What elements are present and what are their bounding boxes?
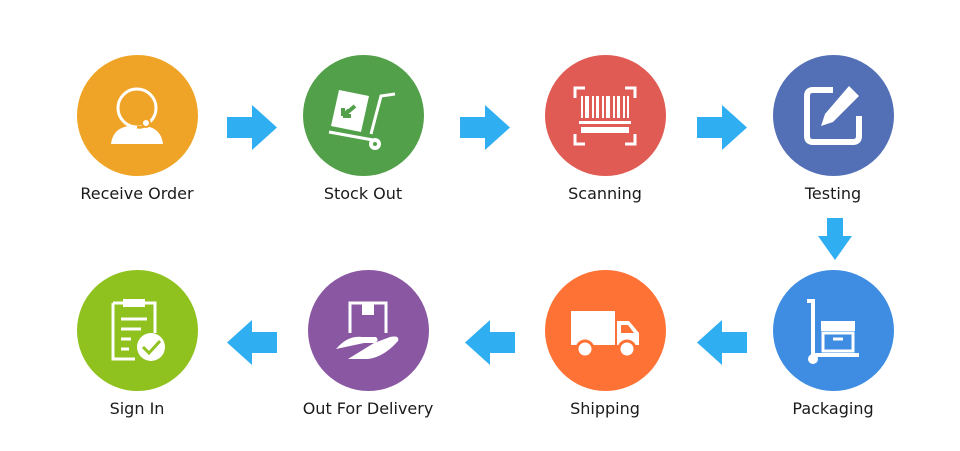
step-testing: Testing bbox=[753, 55, 913, 203]
step-circle bbox=[76, 55, 198, 176]
step-label: Stock Out bbox=[323, 184, 403, 203]
step-receive-order: Receive Order bbox=[57, 55, 217, 203]
arrow-left-icon bbox=[465, 320, 515, 365]
arrow-left-icon bbox=[227, 320, 277, 365]
step-label: Packaging bbox=[792, 399, 874, 418]
arrow-right-icon bbox=[697, 105, 747, 150]
dolly-box-icon bbox=[807, 298, 859, 364]
step-label: Receive Order bbox=[80, 184, 194, 203]
step-sign-in: Sign In bbox=[57, 270, 217, 418]
step-out-for-delivery: Out For Delivery bbox=[288, 270, 448, 418]
step-circle bbox=[76, 270, 198, 391]
truck-icon bbox=[571, 310, 639, 358]
step-circle bbox=[772, 270, 894, 391]
step-circle bbox=[544, 270, 666, 391]
step-packaging: Packaging bbox=[753, 270, 913, 418]
step-scanning: Scanning bbox=[525, 55, 685, 203]
step-circle bbox=[544, 55, 666, 176]
step-circle bbox=[772, 55, 894, 176]
step-label: Sign In bbox=[109, 399, 165, 418]
hand-box-icon bbox=[336, 301, 399, 359]
step-label: Scanning bbox=[568, 184, 642, 203]
step-label: Testing bbox=[804, 184, 862, 203]
arrow-left-icon bbox=[697, 320, 747, 365]
step-label: Shipping bbox=[570, 399, 640, 418]
edit-icon bbox=[804, 85, 862, 145]
headset-icon bbox=[111, 87, 163, 144]
arrow-down-icon bbox=[818, 218, 852, 260]
clipboard-check-icon bbox=[111, 298, 165, 361]
step-label: Out For Delivery bbox=[302, 399, 434, 418]
hand-truck-icon bbox=[328, 89, 396, 150]
step-shipping: Shipping bbox=[525, 270, 685, 418]
barcode-icon bbox=[573, 86, 637, 145]
step-circle bbox=[307, 270, 429, 391]
arrow-right-icon bbox=[227, 105, 277, 150]
step-circle bbox=[302, 55, 424, 176]
step-stock-out: Stock Out bbox=[283, 55, 443, 203]
arrow-right-icon bbox=[460, 105, 510, 150]
